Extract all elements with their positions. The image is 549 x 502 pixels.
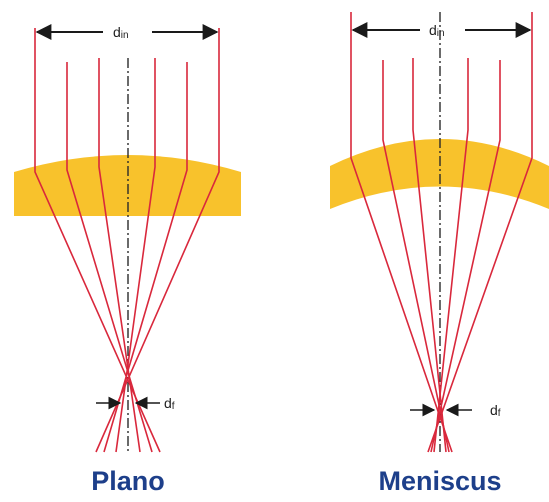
plano-ray: [95, 28, 220, 453]
meniscus-rays: [350, 12, 533, 453]
meniscus-ray: [382, 60, 450, 453]
meniscus-ray: [430, 60, 501, 453]
plano-ray: [115, 58, 156, 453]
meniscus-ray: [427, 12, 533, 453]
plano-din-label: din: [113, 24, 129, 41]
plano-caption: Plano: [91, 466, 165, 496]
meniscus-input-diameter: din: [351, 22, 532, 39]
meniscus-df-label: df: [490, 402, 501, 419]
meniscus-caption: Meniscus: [378, 466, 501, 496]
meniscus-din-label: din: [429, 22, 445, 39]
meniscus-ray: [433, 58, 469, 453]
meniscus-ray: [350, 12, 453, 453]
meniscus-focal-spot: df: [410, 402, 501, 419]
plano-df-label: df: [164, 395, 175, 412]
plano-ray: [34, 28, 161, 453]
plano-focal-spot: df: [96, 395, 175, 412]
plano-ray: [103, 62, 188, 453]
meniscus-ray: [412, 58, 447, 453]
plano-input-diameter: din: [35, 24, 219, 41]
plano-ray: [98, 58, 141, 453]
plano-ray: [66, 62, 153, 453]
plano-panel: din df Plano: [14, 24, 241, 496]
plano-rays: [34, 28, 220, 453]
meniscus-panel: din df Meniscus: [330, 12, 549, 496]
